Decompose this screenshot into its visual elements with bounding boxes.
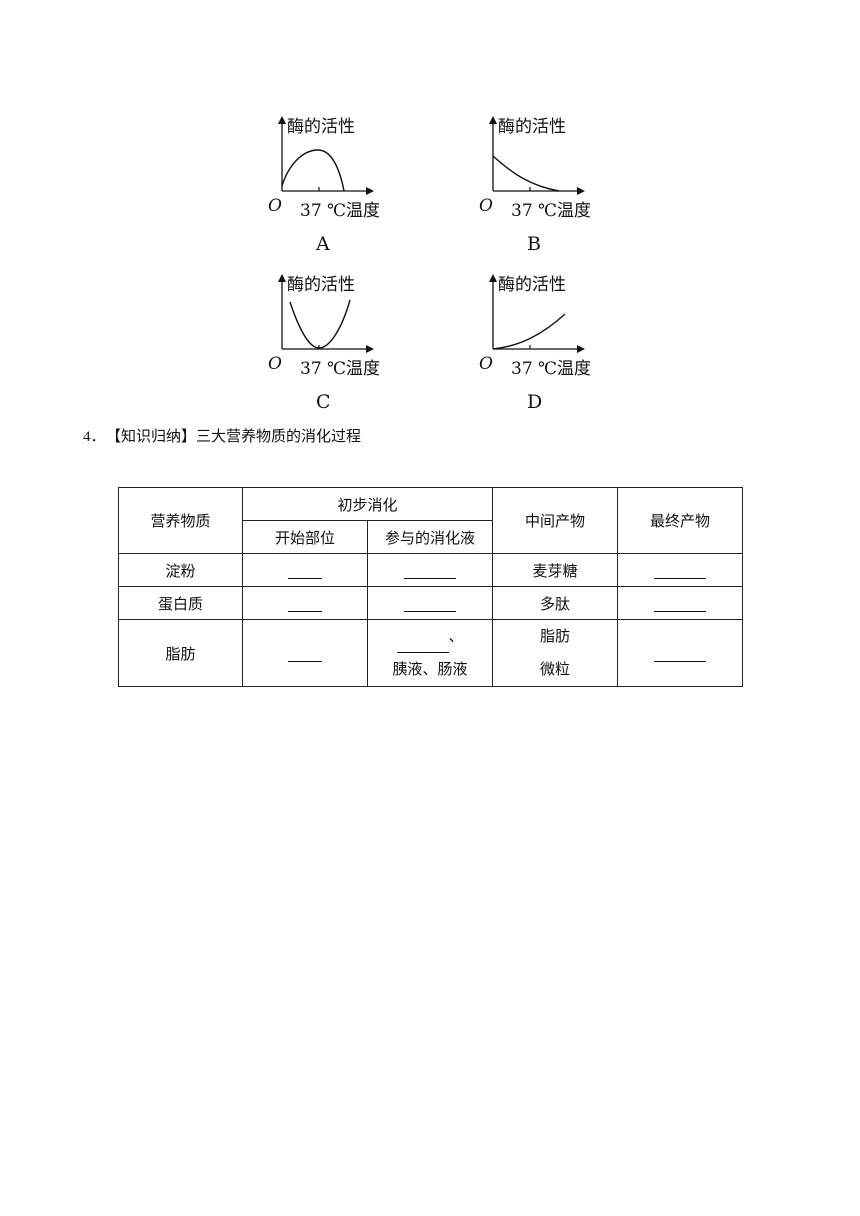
cell-digestive-juices (366, 586, 494, 620)
header-final: 最终产物 (617, 487, 744, 554)
fill-blank[interactable] (288, 645, 322, 662)
fill-blank[interactable] (404, 595, 456, 612)
y-axis-label: 酶的活性 (498, 275, 566, 295)
header-row-1: 营养物质 初步消化 中间产物 最终产物 (118, 487, 744, 554)
fill-blank[interactable] (396, 636, 449, 653)
cell-digestive-juices: 、 胰液、肠液 (366, 619, 494, 687)
graph-d-plot: 酶的活性 O 37 ℃温度 D (479, 274, 591, 413)
table-row: 脂肪 、 胰液、肠液 脂肪 微粒 (118, 619, 744, 687)
table-row: 蛋白质 多肽 (118, 586, 744, 620)
cell-intermediate: 麦芽糖 (492, 553, 619, 587)
x-axis-label: 37 ℃温度 (511, 201, 591, 221)
cell-digestive-juices (366, 553, 494, 587)
y-axis-label: 酶的活性 (287, 275, 355, 295)
graph-letter: C (316, 391, 331, 413)
cell-nutrient: 蛋白质 (118, 586, 243, 620)
cell-start-site (242, 586, 368, 620)
header-intermediate: 中间产物 (492, 487, 619, 554)
cell-intermediate: 多肽 (492, 586, 619, 620)
intermediate-line-2: 微粒 (540, 660, 571, 678)
cell-final (617, 619, 744, 687)
graph-b-plot: 酶的活性 O 37 ℃温度 B (479, 116, 591, 255)
header-nutrient: 营养物质 (118, 487, 243, 554)
question-number: 4． (83, 429, 106, 445)
x-axis-label: 37 ℃温度 (300, 201, 380, 221)
origin-label: O (268, 354, 282, 374)
x-axis-label: 37 ℃温度 (511, 359, 591, 379)
graph-a-plot: 酶的活性 O 37 ℃温度 A (268, 116, 380, 255)
header-start-site: 开始部位 (242, 520, 368, 554)
juice-line-2: 胰液、肠液 (392, 660, 468, 678)
cell-start-site (242, 619, 368, 687)
graph-c-plot: 酶的活性 O 37 ℃温度 C (268, 274, 380, 413)
graph-c: 酶的活性 O 37 ℃温度 C (262, 266, 422, 416)
origin-label: O (479, 196, 493, 216)
fill-blank[interactable] (288, 595, 322, 612)
activity-curve (492, 313, 566, 350)
activity-curve (281, 149, 345, 192)
graph-a: 酶的活性 O 37 ℃温度 A (262, 108, 422, 258)
cell-final (617, 586, 744, 620)
header-digestive-juices: 参与的消化液 (366, 520, 494, 554)
origin-label: O (268, 196, 282, 216)
graph-letter: D (527, 391, 542, 413)
header-row-2: 开始部位 参与的消化液 (119, 520, 743, 554)
activity-curve (492, 155, 560, 192)
activity-curve (289, 299, 351, 349)
origin-label: O (479, 354, 493, 374)
fill-blank[interactable] (288, 562, 322, 579)
graph-d: 酶的活性 O 37 ℃温度 D (473, 266, 633, 416)
fill-blank[interactable] (654, 645, 707, 662)
juice-separator: 、 (448, 627, 464, 645)
digestion-table: 营养物质 初步消化 中间产物 最终产物 开始部位 参与的消化液 淀粉 麦芽糖 蛋… (118, 487, 744, 687)
question-text: 【知识归纳】三大营养物质的消化过程 (113, 427, 362, 445)
graph-b: 酶的活性 O 37 ℃温度 B (473, 108, 633, 258)
fill-blank[interactable] (654, 595, 707, 612)
graph-letter: B (527, 233, 541, 255)
cell-intermediate: 脂肪 微粒 (492, 619, 619, 687)
table-row: 淀粉 麦芽糖 (118, 553, 744, 587)
enzyme-graphs: 酶的活性 O 37 ℃温度 A 酶的活性 O 37 ℃温度 B (0, 0, 860, 420)
x-axis-label: 37 ℃温度 (300, 359, 380, 379)
fill-blank[interactable] (654, 562, 707, 579)
question-4: 4． 【知识归纳】三大营养物质的消化过程 (83, 424, 361, 449)
intermediate-line-1: 脂肪 (540, 627, 571, 645)
graph-letter: A (315, 233, 330, 255)
fill-blank[interactable] (404, 562, 456, 579)
y-axis-label: 酶的活性 (498, 117, 566, 137)
cell-nutrient: 脂肪 (118, 619, 243, 687)
header-initial-digestion: 初步消化 (241, 487, 494, 521)
cell-nutrient: 淀粉 (118, 553, 243, 587)
y-axis-label: 酶的活性 (287, 117, 355, 137)
cell-start-site (242, 553, 368, 587)
juice-line-1: 、 (368, 620, 492, 653)
cell-final (617, 553, 744, 587)
